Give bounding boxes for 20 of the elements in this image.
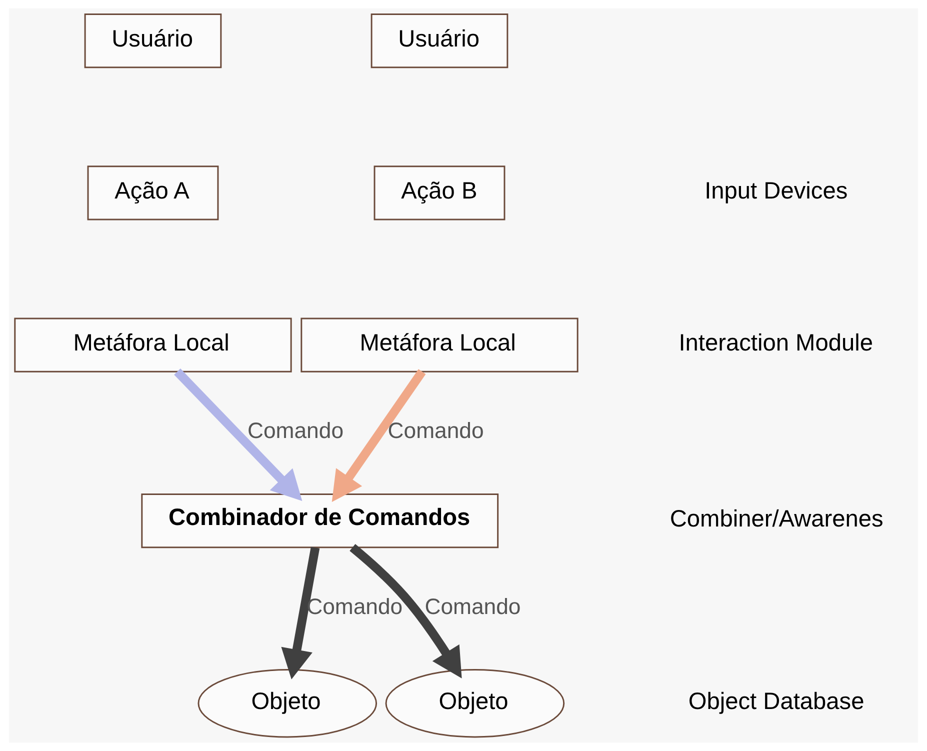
label: Object Database <box>688 688 864 715</box>
arrow <box>174 368 302 501</box>
node-box: Metáfora Local <box>14 318 292 372</box>
arrow <box>350 544 462 678</box>
label: Combiner/Awarenes <box>670 506 884 532</box>
edge-label: Comando <box>424 594 521 619</box>
node-box: Combinador de Comandos <box>141 493 499 548</box>
node-box: Usuário <box>84 13 222 68</box>
node-ellipse: Objeto <box>198 669 378 738</box>
label: Interaction Module <box>678 330 873 357</box>
node-box: Ação B <box>374 166 506 220</box>
node-box: Usuário <box>370 13 508 68</box>
label: Input Devices <box>704 178 848 205</box>
edge-label: Comando <box>388 418 484 444</box>
edge-label: Comando <box>248 418 344 444</box>
node-ellipse: Objeto <box>385 669 565 738</box>
node-box: Ação A <box>87 166 219 220</box>
arrow <box>281 546 320 680</box>
node-box: Metáfora Local <box>300 318 578 372</box>
arrow <box>332 369 426 502</box>
